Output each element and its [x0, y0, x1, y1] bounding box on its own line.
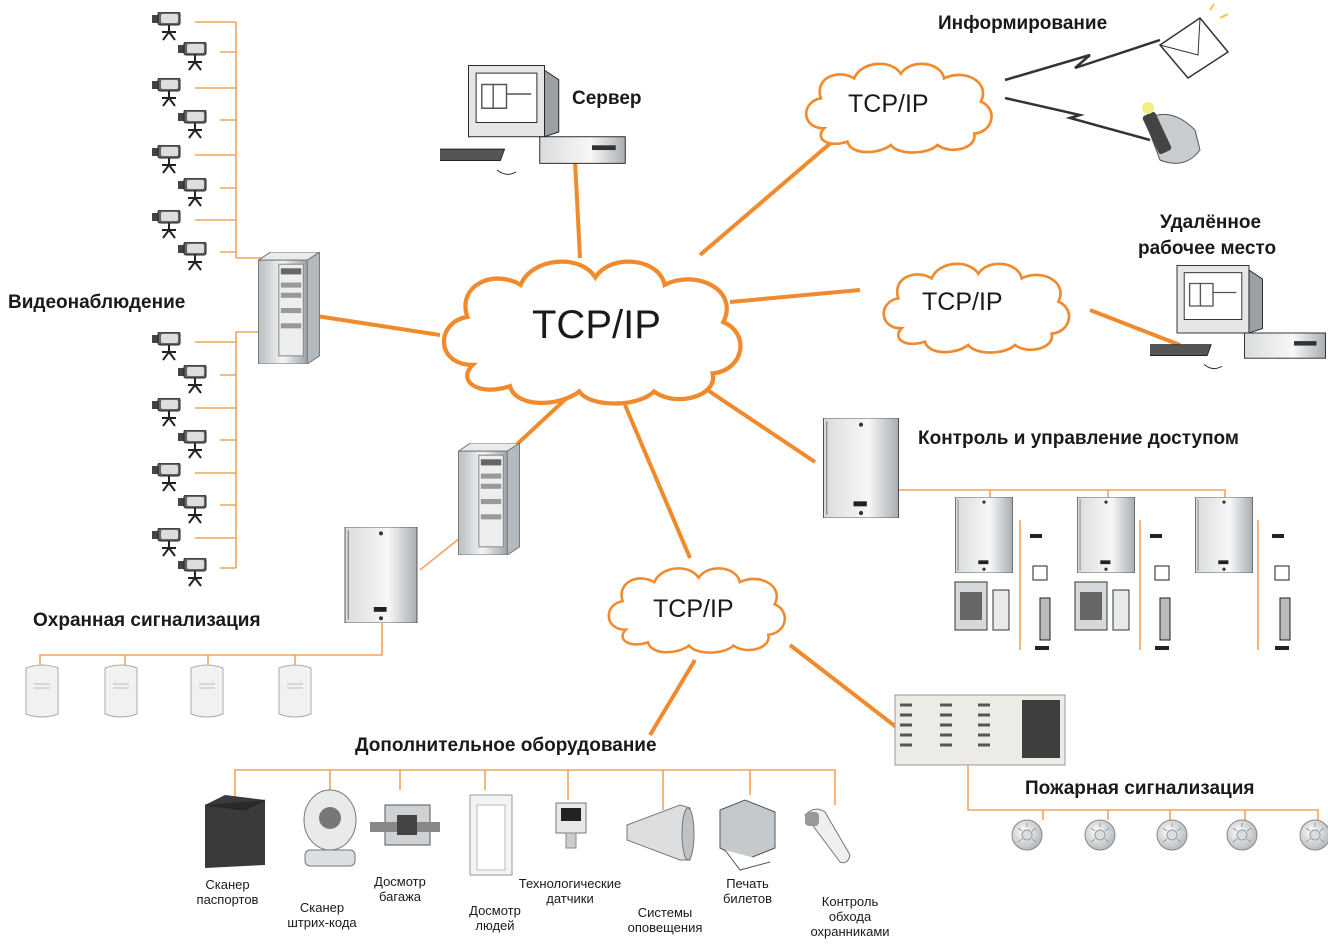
caption-line: Печать: [726, 876, 769, 891]
server-computer-icon: [440, 65, 626, 176]
caption-barcode-scanner: Сканер штрих-кода: [272, 900, 372, 930]
envelope-icon: [1158, 3, 1230, 79]
caption-line: Системы: [637, 905, 693, 920]
additional-equipment-icons: [204, 789, 851, 876]
security-server-icon: [458, 443, 520, 555]
remote-workplace-label-line2: рабочее место: [1138, 238, 1277, 259]
ticket-printer-icon: [719, 799, 776, 871]
thin-wiring: [39, 21, 1319, 820]
caption-ticket-printing: Печать билетов: [710, 876, 785, 906]
barcode-scanner-icon: [303, 789, 357, 867]
remote-workplace-label-line1: Удалённое: [1160, 212, 1262, 233]
security-panel-icon: [344, 527, 418, 623]
caption-baggage-inspection: Досмотр багажа: [360, 874, 440, 904]
loudspeaker-horn-icon: [626, 804, 695, 861]
baggage-xray-icon: [370, 804, 440, 846]
cloud-right-label: TCP/IP: [922, 288, 1003, 316]
caption-line: паспортов: [196, 892, 259, 907]
caption-line: охранниками: [810, 924, 890, 939]
camera-group-top: [152, 12, 207, 271]
walkthrough-detector-icon: [469, 794, 513, 876]
cloud-center-label: TCP/IP: [532, 303, 661, 347]
caption-line: оповещения: [627, 920, 703, 935]
security-alarm-label: Охранная сигнализация: [33, 610, 261, 631]
informing-devices: [1004, 3, 1230, 164]
caption-line: Досмотр: [469, 903, 521, 918]
caption-guard-tour: Контроль обхода охранниками: [800, 894, 900, 939]
informing-label: Информирование: [938, 13, 1108, 34]
caption-line: Контроль: [821, 894, 879, 909]
fire-panel-icon: [894, 694, 1066, 766]
mobile-phone-icon: [1142, 102, 1201, 164]
guard-tour-reader-icon: [804, 808, 851, 864]
camera-group-bottom: [152, 332, 207, 587]
access-control-label: Контроль и управление доступом: [918, 428, 1239, 449]
caption-line: датчики: [546, 891, 594, 906]
motion-detectors: [25, 664, 312, 718]
remote-workplace-computer-icon: [1150, 264, 1327, 370]
caption-notification-systems: Системы оповещения: [615, 905, 715, 935]
caption-line: Сканер: [205, 877, 250, 892]
caption-line: обхода: [828, 909, 872, 924]
cloud-bottom-label: TCP/IP: [653, 595, 734, 623]
sensor-icon: [555, 802, 587, 849]
caption-line: билетов: [722, 891, 773, 906]
caption-line: людей: [475, 918, 515, 933]
access-main-panel-icon: [823, 418, 899, 518]
server-label: Сервер: [572, 88, 642, 109]
caption-technological-sensors: Технологические датчики: [505, 876, 635, 906]
caption-line: Сканер: [299, 900, 345, 915]
caption-line: Досмотр: [374, 874, 426, 889]
video-server-icon: [258, 252, 320, 364]
additional-equipment-label: Дополнительное оборудование: [355, 735, 657, 756]
caption-line: штрих-кода: [287, 915, 357, 930]
video-surveillance-label: Видеонаблюдение: [8, 292, 186, 313]
caption-passport-scanner: Сканер паспортов: [185, 877, 270, 907]
passport-scanner-icon: [204, 795, 266, 868]
smoke-detectors: [1011, 819, 1328, 851]
caption-line: Технологические: [518, 876, 622, 891]
fire-alarm-label: Пожарная сигнализация: [1025, 778, 1255, 799]
caption-line: багажа: [379, 889, 421, 904]
network-links: [309, 133, 1181, 737]
access-controllers: [954, 497, 1291, 650]
cloud-top-label: TCP/IP: [848, 90, 929, 118]
caption-people-inspection: Досмотр людей: [455, 903, 535, 933]
